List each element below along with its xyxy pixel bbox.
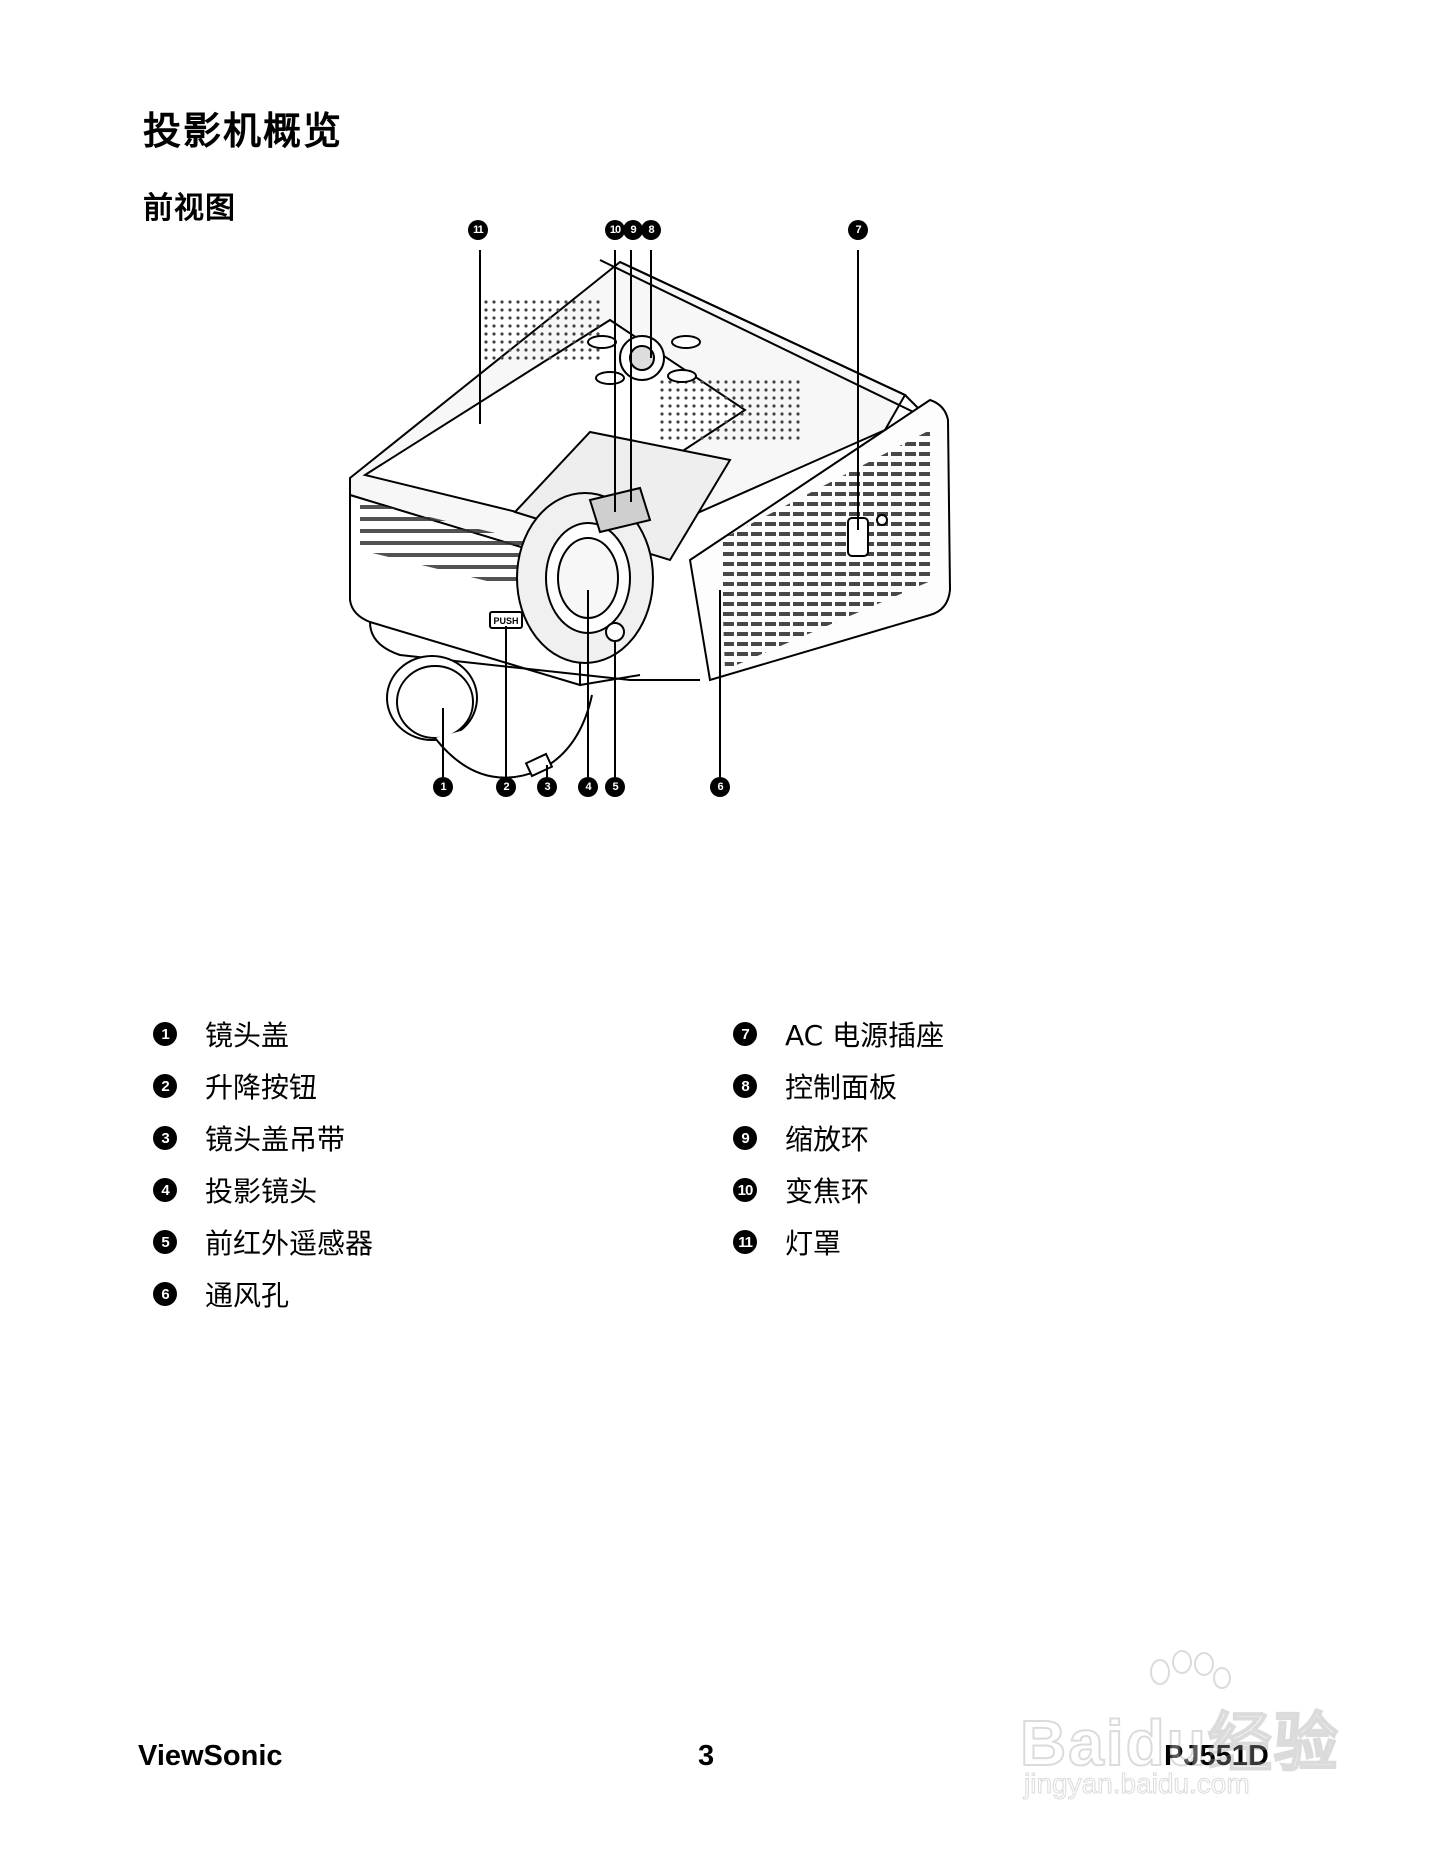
svg-text:PUSH: PUSH xyxy=(493,616,518,626)
legend-number: 11 xyxy=(733,1230,757,1254)
footer-page-number: 3 xyxy=(698,1740,715,1772)
legend-item: 5 前红外遥感器 xyxy=(153,1216,373,1268)
legend-number: 4 xyxy=(153,1178,177,1202)
legend-item: 8 控制面板 xyxy=(733,1060,944,1112)
callout-9: 9 xyxy=(623,220,643,240)
legend-item: 3 镜头盖吊带 xyxy=(153,1112,373,1164)
zoom-focus-rings xyxy=(588,486,652,534)
legend-label: 前红外遥感器 xyxy=(205,1227,374,1260)
top-vent-grille xyxy=(480,300,800,440)
legend-item: 4 投影镜头 xyxy=(153,1164,373,1216)
section-title: 前视图 xyxy=(143,191,236,226)
legend-number: 10 xyxy=(733,1178,757,1202)
legend-right: 7 AC 电源插座 8 控制面板 9 缩放环 10 变焦环 11 灯罩 xyxy=(733,1008,944,1268)
legend-item: 2 升降按钮 xyxy=(153,1060,373,1112)
callout-1: 1 xyxy=(433,777,453,797)
side-vent-grille xyxy=(720,430,933,670)
legend-label: 灯罩 xyxy=(785,1227,842,1260)
projector-front-view-illustration: PUSH xyxy=(349,250,952,779)
paw-logo-icon xyxy=(1150,1650,1231,1689)
legend-number: 7 xyxy=(733,1022,757,1046)
legend-number: 2 xyxy=(153,1074,177,1098)
callout-leader-lines xyxy=(442,250,859,777)
ac-power-socket xyxy=(847,514,888,557)
front-ir-sensor xyxy=(605,622,625,642)
watermark-url: jingyan.baidu.com xyxy=(1024,1768,1251,1800)
lens-cap xyxy=(386,655,593,779)
legend-label: 缩放环 xyxy=(785,1123,870,1156)
legend-label: 投影镜头 xyxy=(205,1175,318,1208)
legend-left: 1 镜头盖 2 升降按钮 3 镜头盖吊带 4 投影镜头 5 前红外遥感器 6 通… xyxy=(153,1008,373,1320)
footer-model: PJ551D xyxy=(1164,1740,1269,1772)
legend-item: 7 AC 电源插座 xyxy=(733,1008,944,1060)
legend-number: 5 xyxy=(153,1230,177,1254)
callout-11: 11 xyxy=(468,220,488,240)
front-vent-lines xyxy=(360,500,565,600)
legend-label: AC 电源插座 xyxy=(785,1019,945,1052)
legend-number: 1 xyxy=(153,1022,177,1046)
legend-label: 变焦环 xyxy=(785,1175,870,1208)
legend-number: 8 xyxy=(733,1074,757,1098)
legend-label: 镜头盖 xyxy=(205,1019,290,1052)
legend-item: 10 变焦环 xyxy=(733,1164,944,1216)
legend-label: 控制面板 xyxy=(785,1071,898,1104)
legend-number: 9 xyxy=(733,1126,757,1150)
legend-item: 6 通风孔 xyxy=(153,1268,373,1320)
legend-label: 升降按钮 xyxy=(205,1071,318,1104)
legend-number: 3 xyxy=(153,1126,177,1150)
callout-10: 10 xyxy=(605,220,625,240)
legend-label: 通风孔 xyxy=(205,1279,290,1312)
page-title: 投影机概览 xyxy=(143,109,344,153)
callout-4: 4 xyxy=(578,777,598,797)
callout-8: 8 xyxy=(641,220,661,240)
callout-3: 3 xyxy=(537,777,557,797)
callout-2: 2 xyxy=(496,777,516,797)
footer-brand: ViewSonic xyxy=(138,1740,283,1772)
legend-item: 1 镜头盖 xyxy=(153,1008,373,1060)
elevator-push-button: PUSH xyxy=(489,611,523,629)
callout-5: 5 xyxy=(605,777,625,797)
legend-label: 镜头盖吊带 xyxy=(205,1123,346,1156)
callout-7: 7 xyxy=(848,220,868,240)
legend-number: 6 xyxy=(153,1282,177,1306)
lens-housing xyxy=(513,430,732,664)
legend-item: 11 灯罩 xyxy=(733,1216,944,1268)
watermark-text: Baidu经验 xyxy=(1019,1706,1340,1780)
callout-6: 6 xyxy=(710,777,730,797)
legend-item: 9 缩放环 xyxy=(733,1112,944,1164)
baidu-watermark: Baidu经验 jingyan.baidu.com xyxy=(1019,1650,1350,1800)
